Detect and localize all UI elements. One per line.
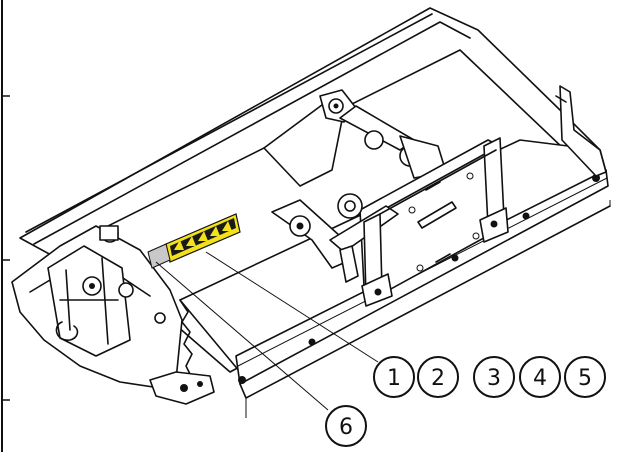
hitch-frame [263,89,509,307]
id-plate-decal [147,243,171,269]
callout-4: 4 [519,356,561,398]
callout-label: 2 [431,366,445,391]
callout-1: 1 [373,356,415,398]
left-side-plate [11,225,215,405]
callout-label: 3 [487,366,501,391]
leader-line-1 [205,251,379,363]
callout-3: 3 [473,356,515,398]
callout-label: 5 [578,366,592,391]
leader-line-6 [155,261,329,411]
callout-label: 4 [533,366,547,391]
safety-decal [165,213,241,263]
callout-label: 6 [339,415,353,440]
callout-6: 6 [325,405,367,447]
callout-2: 2 [417,356,459,398]
callout-5: 5 [564,356,606,398]
callout-label: 1 [387,366,401,391]
